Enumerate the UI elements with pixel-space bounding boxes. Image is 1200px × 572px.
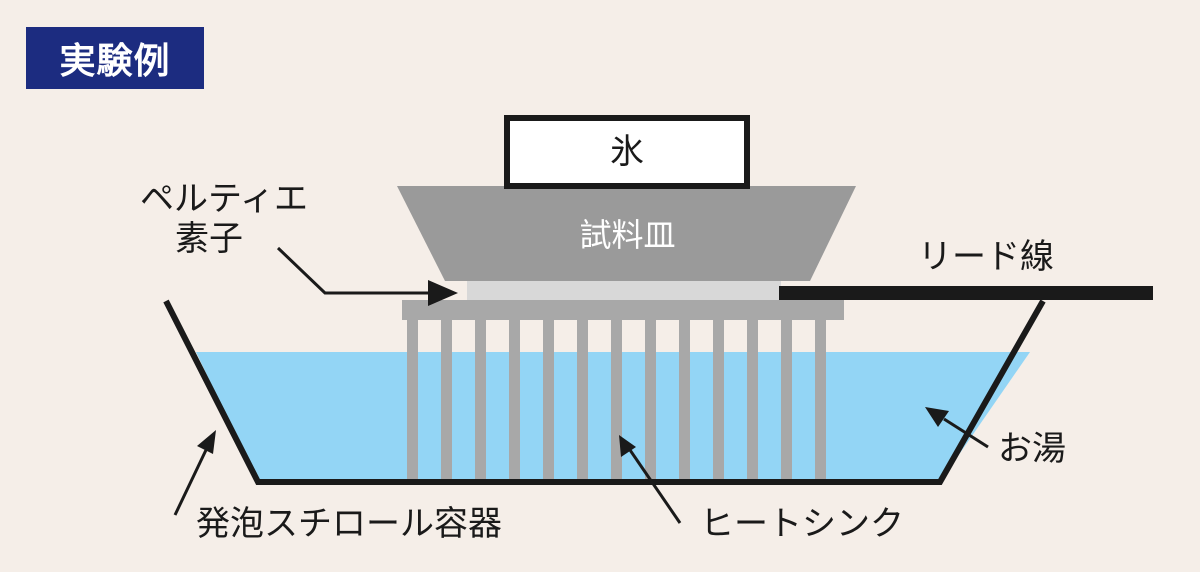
peltier-arrow [276,246,458,306]
hot-water-arrow [925,407,989,449]
heat-sink-fin [509,320,520,480]
ice-label-box: 氷 [507,118,747,186]
heat-sink-fin [815,320,826,480]
heat-sink-fin [543,320,554,480]
heat-sink-fin [713,320,724,480]
styrofoam-container [163,299,1046,485]
lead-wire-label: リード線 [918,237,1054,277]
sample-dish [397,186,856,281]
heat-sink-fin [679,320,690,480]
heat-sink-fin [747,320,758,480]
sample-dish-label: 試料皿 [579,216,676,254]
heat-sink-fin [611,320,622,480]
peltier-label-line1: ペルティエ [140,179,308,219]
heat-sink-fin [475,320,486,480]
title-badge: 実験例 [26,27,204,89]
heat-sink-fin [645,320,656,480]
hot-water-label: お湯 [998,429,1066,469]
peltier-element [467,281,781,300]
styrofoam-container-label: 発泡スチロール容器 [196,504,502,544]
sample-dish-label-box: 試料皿 [445,210,810,260]
peltier-label-line2: 素子 [175,219,243,259]
container-arrow [173,430,216,516]
diagram-title: 実験例 [59,41,171,82]
ice-label: 氷 [610,132,644,172]
heat-sink-arrow [619,435,682,524]
heat-sink-fin [577,320,588,480]
heat-sink-fin [781,320,792,480]
heat-sink-fins [407,320,826,480]
heat-sink-label: ヒートシンク [700,504,904,544]
lead-wire [779,286,1153,300]
heat-sink-base [402,300,844,320]
ice-block [504,115,750,189]
heat-sink-fin [441,320,452,480]
heat-sink-fin [407,320,418,480]
